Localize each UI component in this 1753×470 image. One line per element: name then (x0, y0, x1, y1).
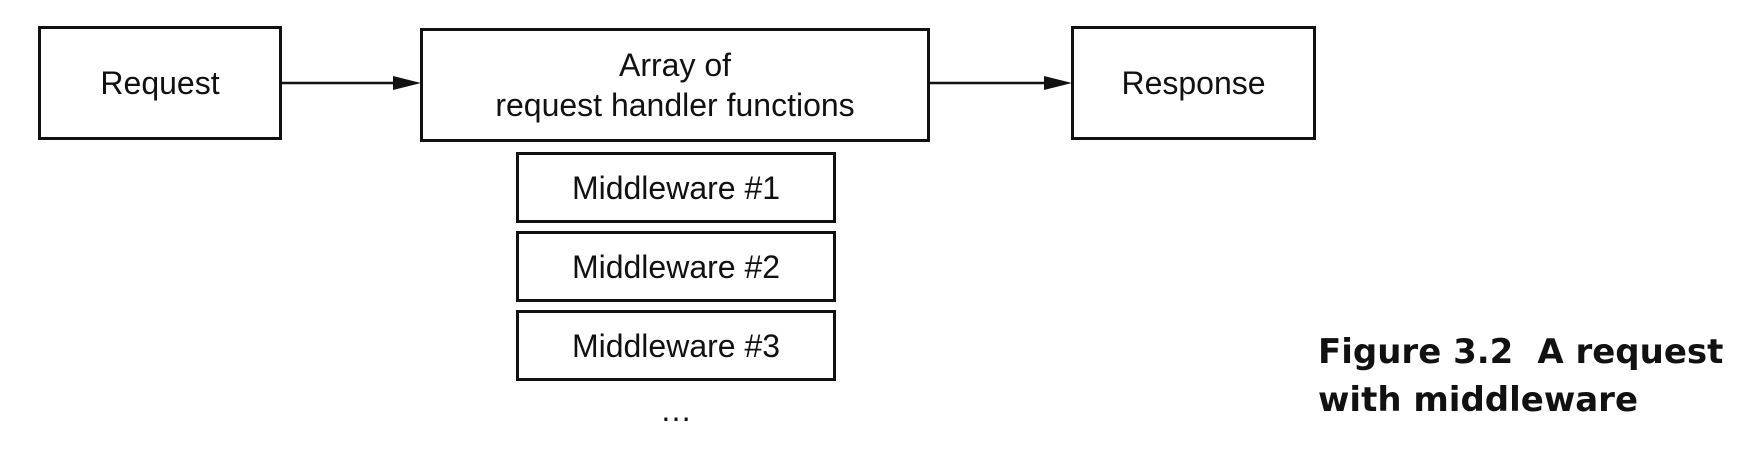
caption-line1: Figure 3.2 A request (1318, 328, 1723, 376)
middleware-box-2: Middleware #2 (516, 231, 836, 302)
handler-array-box: Array of request handler functions (420, 28, 930, 142)
middleware-box-3: Middleware #3 (516, 310, 836, 381)
arrow-array-to-response (929, 76, 1072, 90)
arrow-request-to-array (281, 76, 421, 90)
middleware-box-1: Middleware #1 (516, 152, 836, 223)
handler-array-label: Array of request handler functions (495, 45, 854, 125)
figure-number: Figure 3.2 (1318, 332, 1514, 372)
figure-title-line1: A request (1537, 332, 1724, 372)
request-label: Request (100, 65, 220, 101)
middleware-label-1: Middleware #1 (571, 169, 781, 206)
middleware-label-2: Middleware #2 (571, 248, 781, 285)
more-middleware-ellipsis: … (660, 392, 692, 428)
response-label: Response (1121, 65, 1266, 101)
figure-caption: Figure 3.2 A request with middleware (1318, 328, 1723, 425)
middleware-label-3: Middleware #3 (571, 327, 781, 364)
handler-array-label-line1: Array of (618, 47, 732, 83)
figure-title-line2: with middleware (1318, 380, 1639, 421)
response-box: Response (1071, 26, 1316, 140)
handler-array-label-line2: request handler functions (495, 87, 855, 123)
request-box: Request (38, 26, 282, 140)
